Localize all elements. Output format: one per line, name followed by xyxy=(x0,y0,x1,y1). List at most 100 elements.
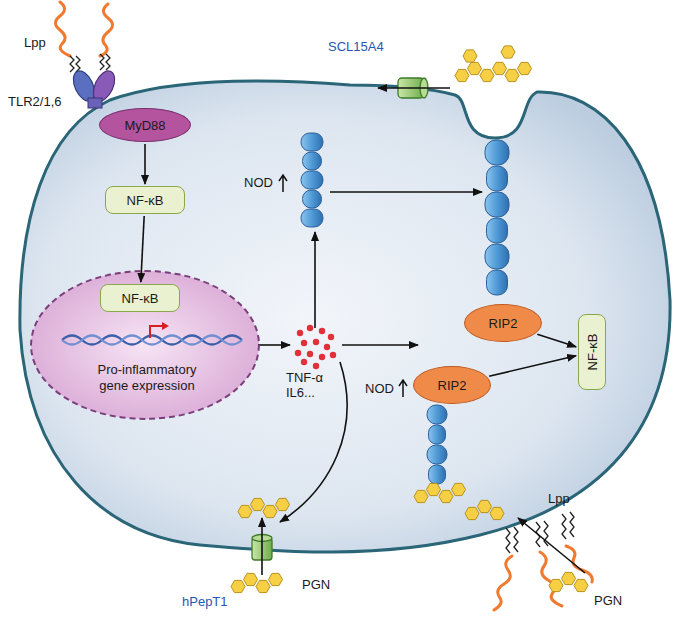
text-label: PGN xyxy=(302,578,330,593)
transcription-arrow xyxy=(150,326,162,338)
lpp-lipoprotein xyxy=(494,546,592,610)
pgn-hexagon xyxy=(468,62,482,74)
lipid-tails xyxy=(506,512,574,553)
pgn-hexagon xyxy=(452,483,466,495)
node-text: MyD88 xyxy=(124,118,165,133)
pgn-hexagon xyxy=(518,62,532,74)
pgn-hexagon xyxy=(490,507,504,519)
pgn-hexagon xyxy=(549,579,563,591)
cytokine-dot xyxy=(319,354,325,360)
pgn-hexagon xyxy=(251,498,265,510)
adaptor-ellipse: MyD88 xyxy=(99,108,191,142)
cell-membrane xyxy=(20,81,670,552)
signal-arrow xyxy=(489,356,576,377)
cytokine-dot xyxy=(307,325,313,331)
transport-arrow xyxy=(261,518,263,575)
lpp-lipoprotein xyxy=(56,2,113,56)
nod-domain xyxy=(485,192,509,217)
pgn-hexagon xyxy=(465,507,479,519)
pgn-hexagon xyxy=(414,490,428,502)
nod-domain xyxy=(301,209,323,227)
cytokine-dot xyxy=(313,339,319,345)
pgn-hexagon xyxy=(269,573,283,585)
nod-domain xyxy=(303,190,322,208)
cytokine-dot xyxy=(330,352,336,358)
node-text: NF-κB xyxy=(122,291,159,306)
node-text: Pro-inflammatory gene expression xyxy=(85,362,209,393)
transcription-factor-box: NF-κB xyxy=(578,314,606,390)
cytokine-dot xyxy=(313,363,319,369)
pgn-hexagon xyxy=(439,490,453,502)
text-label: TLR2/1,6 xyxy=(8,95,61,110)
pgn-hexagon xyxy=(480,69,494,81)
signal-arrow xyxy=(314,232,316,328)
signal-arrow xyxy=(342,344,418,346)
pgn-hexagon xyxy=(276,498,290,510)
nod-domain xyxy=(427,405,447,424)
up-arrow xyxy=(279,175,287,192)
kinase-ellipse: RIP2 xyxy=(464,304,542,342)
signal-arrow xyxy=(330,191,482,193)
text-label: TNF-α IL6... xyxy=(286,371,336,401)
pgn-hexagon xyxy=(256,580,270,592)
nucleus-fill xyxy=(31,271,259,419)
signal-arrow xyxy=(537,334,576,347)
text-label: SCL15A4 xyxy=(328,40,384,55)
nod-domain xyxy=(485,140,509,165)
nod-domain xyxy=(301,171,323,189)
cytokine-dot xyxy=(297,330,303,336)
signal-arrow xyxy=(280,362,347,522)
node-text: RIP2 xyxy=(489,316,518,331)
text-label: Lpp xyxy=(24,36,46,51)
nucleus: Pro-inflammatory gene expression NF-κB xyxy=(30,270,260,420)
transcription-factor-box: NF-κB xyxy=(105,186,185,214)
node-text: NF-κB xyxy=(585,334,600,371)
nod-domain xyxy=(427,445,447,464)
pgn-hexagon xyxy=(244,573,258,585)
dna-helix xyxy=(62,336,242,345)
nod-domain xyxy=(485,244,509,269)
cytokine-dot xyxy=(324,344,330,350)
cytokine-dot xyxy=(295,350,301,356)
pgn-hexagon xyxy=(263,505,277,517)
pgn-hexagon xyxy=(238,505,252,517)
cytokine-dot xyxy=(328,334,334,340)
tlr-receptor xyxy=(69,68,119,108)
signal-arrow xyxy=(141,216,144,282)
transcription-arrowhead xyxy=(162,322,169,330)
node-text: RIP2 xyxy=(438,378,467,393)
pgn-hexagon xyxy=(501,46,515,58)
nod-domain xyxy=(487,166,508,191)
text-label: PGN xyxy=(594,594,622,609)
transport-arrow xyxy=(378,87,450,89)
peptidoglycan xyxy=(231,46,588,593)
nod-domain xyxy=(429,425,446,444)
node-text: NF-κB xyxy=(127,193,164,208)
pgn-hexagon xyxy=(505,69,519,81)
up-arrow xyxy=(399,380,407,397)
lipid-tails xyxy=(70,54,110,72)
pgn-hexagon xyxy=(478,500,492,512)
pgn-hexagon xyxy=(455,69,469,81)
text-label: NOD xyxy=(244,176,273,191)
pgn-hexagon xyxy=(427,483,441,495)
nod-domain xyxy=(487,218,508,243)
pgn-hexagon xyxy=(562,572,576,584)
cytokine-dot xyxy=(301,359,307,365)
kinase-ellipse: RIP2 xyxy=(413,366,491,404)
cytokine-dot xyxy=(301,340,307,346)
nod-domain xyxy=(487,270,508,295)
nod-domain xyxy=(301,133,323,151)
pgn-hexagon xyxy=(231,580,245,592)
text-label: NOD xyxy=(365,382,394,397)
cytokine-dot xyxy=(307,351,313,357)
cytokine-dot xyxy=(319,328,325,334)
nod-domain xyxy=(429,465,446,484)
signal-arrow xyxy=(258,344,290,346)
pgn-hexagon xyxy=(493,62,507,74)
cytokine-dots xyxy=(295,325,336,369)
transcription-factor-box: NF-κB xyxy=(100,284,180,312)
text-label: hPepT1 xyxy=(182,595,228,610)
